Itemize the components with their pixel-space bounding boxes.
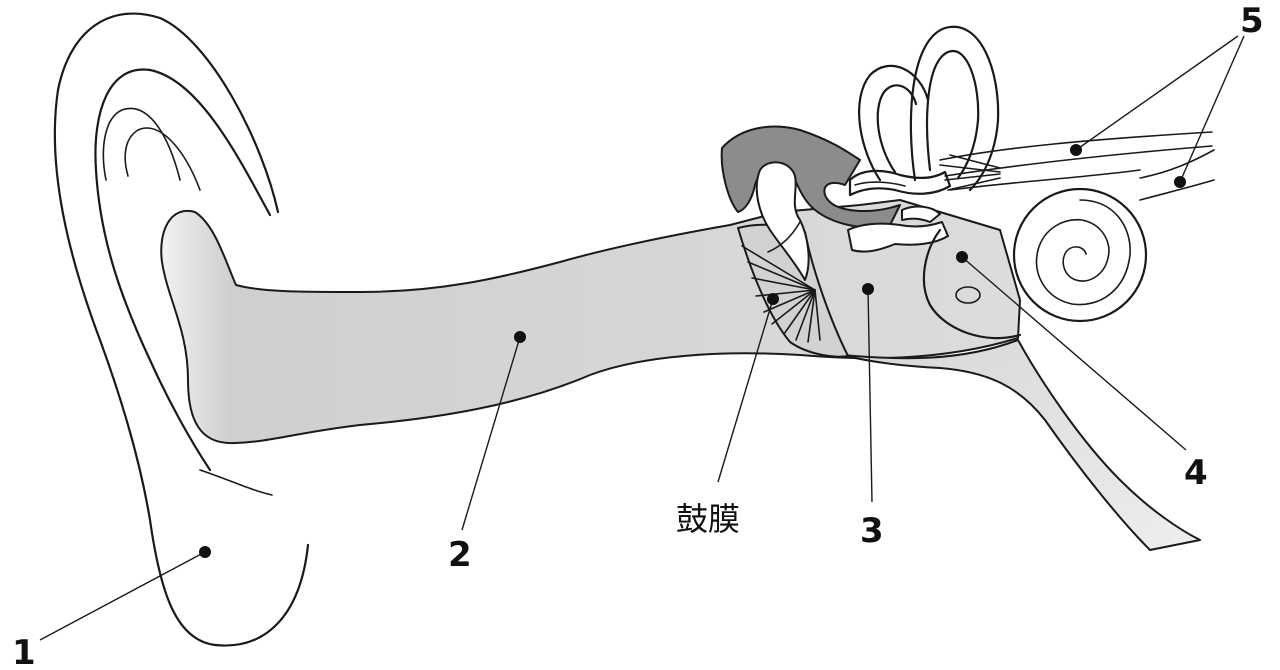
label-4: 4 — [1184, 453, 1208, 493]
dot-2 — [514, 331, 526, 343]
label-1: 1 — [12, 633, 36, 670]
auricle — [53, 12, 310, 647]
ossicles — [755, 161, 949, 281]
label-eardrum: 鼓膜 — [676, 500, 740, 538]
dot-eardrum — [767, 293, 779, 305]
dot-3 — [862, 283, 874, 295]
dot-4 — [956, 251, 968, 263]
leader-eardrum — [717, 298, 774, 483]
dot-1 — [199, 546, 211, 558]
leader-1 — [39, 551, 206, 641]
semicircular-canals — [848, 25, 1000, 197]
leader-2 — [461, 336, 521, 531]
eustachian-tube — [841, 339, 1201, 551]
dot-5b — [1174, 176, 1186, 188]
leader-4 — [961, 256, 1187, 451]
leader-5b — [1179, 35, 1245, 183]
annotations — [39, 35, 1245, 641]
eardrum — [737, 223, 849, 358]
labels: 1 2 鼓膜 3 4 5 — [12, 1, 1264, 670]
label-5: 5 — [1240, 1, 1264, 41]
label-3: 3 — [860, 511, 884, 551]
cochlea — [922, 187, 1148, 340]
dot-5a — [1070, 144, 1082, 156]
leader-5a — [1075, 35, 1239, 151]
leader-3 — [867, 288, 873, 503]
auditory-nerves — [939, 131, 1215, 201]
label-2: 2 — [448, 535, 472, 575]
